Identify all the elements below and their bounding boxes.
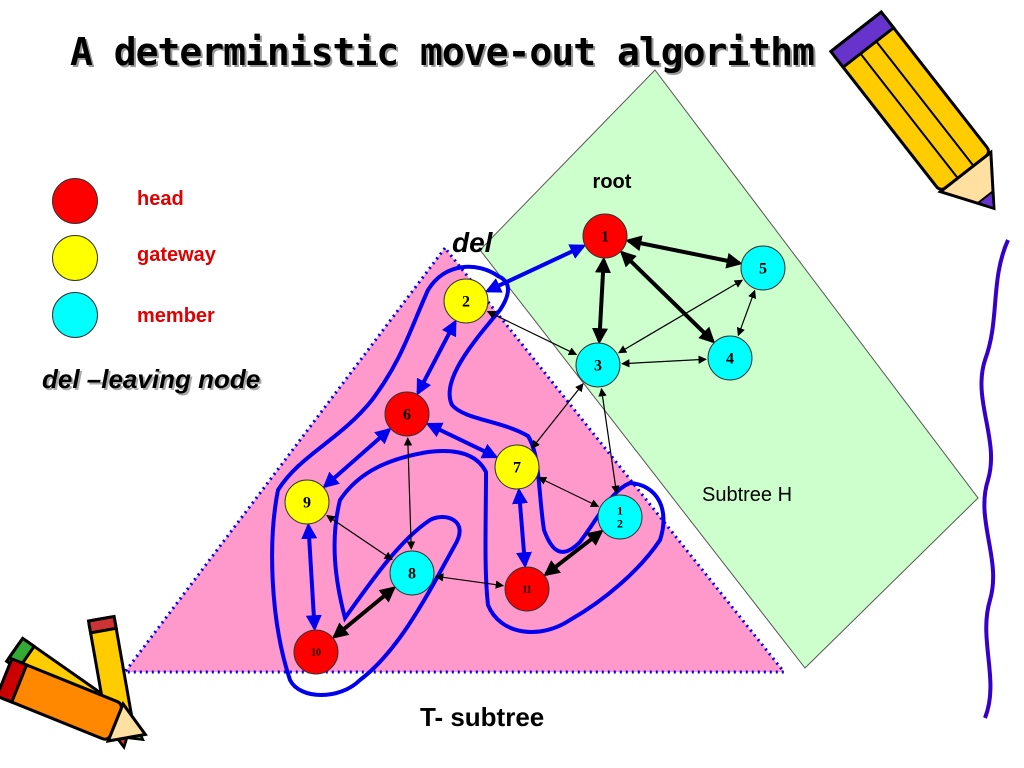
edge-5-3 bbox=[617, 279, 744, 354]
legend-gateway-swatch bbox=[52, 235, 98, 281]
edge-3-12 bbox=[598, 387, 620, 495]
node-9: 9 bbox=[284, 479, 330, 525]
node-9-circle bbox=[284, 479, 330, 525]
node-1-label: 1 bbox=[601, 229, 609, 246]
edge-3-4 bbox=[621, 355, 707, 368]
node-10: 10 bbox=[293, 629, 339, 675]
node-5-circle bbox=[740, 245, 786, 291]
node-6: 6 bbox=[384, 391, 430, 437]
node-4-label: 4 bbox=[726, 351, 734, 368]
node-8-circle bbox=[389, 550, 435, 596]
legend-member-label: member bbox=[137, 305, 215, 327]
node-3: 3 bbox=[575, 342, 621, 388]
edge-1-3 bbox=[592, 256, 611, 345]
legend-head-label: head bbox=[137, 188, 184, 210]
edge-6-7 bbox=[425, 422, 499, 459]
node-8-label: 8 bbox=[408, 566, 416, 583]
edge-2-6 bbox=[416, 319, 457, 396]
edge-9-8 bbox=[326, 514, 393, 561]
wavy-border bbox=[979, 239, 1010, 719]
pencils-icon bbox=[0, 614, 148, 750]
node-7-circle bbox=[494, 444, 540, 490]
node-10-circle bbox=[293, 629, 339, 675]
edge-6-9 bbox=[322, 427, 392, 489]
node-8: 8 bbox=[389, 550, 435, 596]
node-12-circle bbox=[597, 494, 643, 540]
slide-title: A deterministic move-out algorithm bbox=[70, 30, 815, 74]
node-5-label: 5 bbox=[759, 261, 767, 278]
del-leaving-node-note: del –leaving node bbox=[42, 364, 261, 394]
node-9-label: 9 bbox=[303, 495, 311, 512]
node-11-label: 11 bbox=[522, 585, 531, 596]
legend-gateway-label: gateway bbox=[137, 244, 216, 266]
node-6-label: 6 bbox=[403, 407, 411, 424]
edge-5-4 bbox=[736, 289, 757, 337]
edge-8-10 bbox=[332, 586, 396, 639]
node-4-circle bbox=[707, 335, 753, 381]
node-11-circle bbox=[504, 566, 550, 612]
node-6-circle bbox=[384, 391, 430, 437]
subtree-h-label: Subtree H bbox=[702, 484, 792, 506]
node-1-circle bbox=[582, 213, 628, 259]
node-2-label: 2 bbox=[462, 294, 470, 311]
edge-3-7 bbox=[531, 383, 584, 449]
node-11: 11 bbox=[504, 566, 550, 612]
legend-member-swatch bbox=[52, 292, 98, 338]
edge-9-10 bbox=[301, 522, 322, 632]
t-subtree-region bbox=[121, 245, 788, 674]
edge-7-12 bbox=[537, 476, 600, 508]
node-4: 4 bbox=[707, 335, 753, 381]
edge-7-11 bbox=[512, 487, 532, 569]
node-3-label: 3 bbox=[594, 358, 602, 375]
node-7: 7 bbox=[494, 444, 540, 490]
node-2-circle bbox=[443, 278, 489, 324]
root-label: root bbox=[593, 171, 632, 193]
edge-2-3 bbox=[486, 310, 578, 356]
edge-12-11 bbox=[543, 529, 604, 577]
node-1: 1 bbox=[582, 213, 628, 259]
edge-8-11 bbox=[434, 573, 505, 589]
node-5: 5 bbox=[740, 245, 786, 291]
node-10-label: 10 bbox=[311, 648, 321, 659]
node-3-circle bbox=[575, 342, 621, 388]
edge-6-8 bbox=[403, 437, 416, 550]
node-2: 2 bbox=[443, 278, 489, 324]
edge-2-1 bbox=[484, 244, 587, 293]
del-label: del bbox=[452, 227, 494, 258]
pencil-icon bbox=[828, 9, 996, 211]
t-subtree-label: T- subtree bbox=[420, 702, 544, 732]
legend-head-swatch bbox=[52, 178, 98, 224]
node-7-label: 7 bbox=[513, 460, 521, 477]
